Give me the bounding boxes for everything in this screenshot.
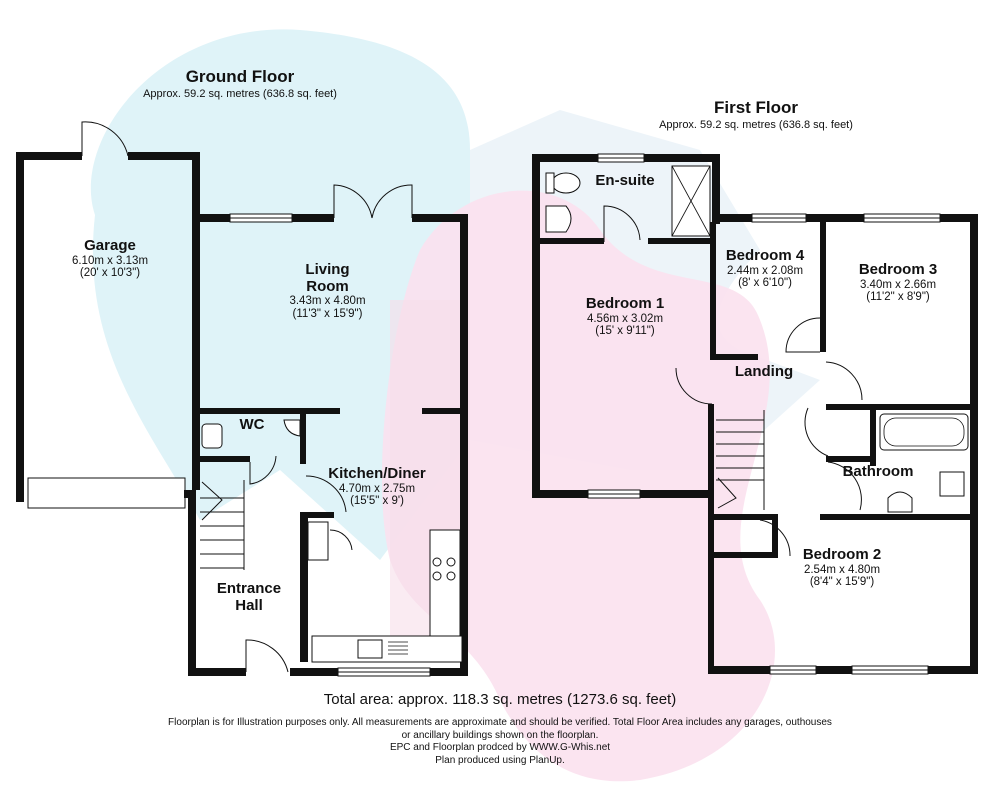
living-room-label: Living Room 3.43m x 4.80m (11'3" x 15'9"… xyxy=(255,261,400,320)
room-dimensions-imperial: (11'2" x 8'9") xyxy=(866,291,930,304)
room-dimensions-metric: 2.44m x 2.08m xyxy=(726,264,804,277)
landing-label: Landing xyxy=(734,363,794,380)
room-dimensions-imperial: (15'5" x 9') xyxy=(350,495,404,508)
room-name: Kitchen/Diner xyxy=(328,465,426,482)
first-floor-plan xyxy=(532,153,978,675)
room-dimensions-metric: 3.43m x 4.80m xyxy=(289,295,366,307)
bedroom1-label: Bedroom 1 4.56m x 3.02m (15' x 9'11") xyxy=(560,295,690,338)
room-name: Bedroom 3 xyxy=(858,261,938,278)
room-name: Bedroom 2 xyxy=(802,546,882,563)
room-dimensions-imperial: (8' x 6'10") xyxy=(738,277,792,290)
bedroom3-label: Bedroom 3 3.40m x 2.66m (11'2" x 8'9") xyxy=(838,261,958,304)
room-name: Bedroom 4 xyxy=(725,247,805,264)
ground-floor-plan xyxy=(16,121,468,677)
credit-line1: EPC and Floorplan prodced by WWW.G-Whis.… xyxy=(389,742,611,753)
room-dimensions-imperial: (20' x 10'3") xyxy=(79,267,141,280)
room-dimensions-imperial: (15' x 9'11") xyxy=(595,325,655,338)
room-dimensions-metric: 4.56m x 3.02m xyxy=(586,312,664,325)
room-dimensions-metric: 6.10m x 3.13m xyxy=(71,254,149,267)
room-name-line1: Entrance xyxy=(216,580,282,597)
watermark-logo xyxy=(90,29,820,782)
room-dimensions-metric: 2.54m x 4.80m xyxy=(803,563,881,576)
first-floor-title: First Floor xyxy=(713,98,799,117)
disclaimer-line2: or ancillary buildings shown on the floo… xyxy=(401,729,599,741)
disclaimer: Floorplan is for Illustration purposes o… xyxy=(80,717,920,767)
room-name-line1: Living xyxy=(305,261,350,278)
room-dimensions-imperial: (8'4" x 15'9") xyxy=(809,576,875,589)
room-name: Garage xyxy=(84,237,136,254)
entrance-hall-label: Entrance Hall xyxy=(204,580,294,614)
bedroom2-label: Bedroom 2 2.54m x 4.80m (8'4" x 15'9") xyxy=(782,546,902,589)
room-name-line2: Hall xyxy=(235,596,263,614)
room-name-line2: Room xyxy=(306,277,349,295)
garage-label: Garage 6.10m x 3.13m (20' x 10'3") xyxy=(40,237,180,280)
ground-floor-area: Approx. 59.2 sq. metres (636.8 sq. feet) xyxy=(143,88,337,100)
room-dimensions-metric: 3.40m x 2.66m xyxy=(859,278,937,291)
room-dimensions-imperial: (11'3" x 15'9") xyxy=(292,307,363,320)
first-floor-area: Approx. 59.2 sq. metres (636.8 sq. feet) xyxy=(659,119,853,131)
ensuite-label: En-suite xyxy=(595,172,655,189)
room-name: Bedroom 1 xyxy=(585,295,665,312)
bathroom-label: Bathroom xyxy=(842,463,914,480)
credit-line2: Plan produced using PlanUp. xyxy=(435,754,565,766)
total-area: Total area: approx. 118.3 sq. metres (12… xyxy=(323,691,677,708)
disclaimer-line1: Floorplan is for Illustration purposes o… xyxy=(168,717,832,728)
bedroom4-label: Bedroom 4 2.44m x 2.08m (8' x 6'10") xyxy=(710,247,820,290)
room-dimensions-metric: 4.70m x 2.75m xyxy=(338,482,416,495)
ground-floor-title: Ground Floor xyxy=(185,67,295,86)
wc-label: WC xyxy=(239,416,265,433)
kitchen-label: Kitchen/Diner 4.70m x 2.75m (15'5" x 9') xyxy=(312,465,442,508)
